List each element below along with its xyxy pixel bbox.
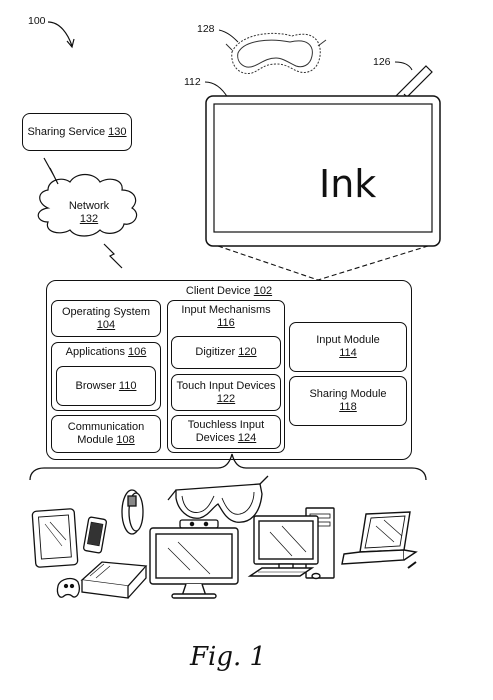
operating-system-label: Operating System xyxy=(61,305,151,318)
sharing-module-num: 118 xyxy=(339,401,357,413)
display-ref: 112 xyxy=(184,76,201,88)
communication-line1: Communication xyxy=(67,421,145,433)
digitizer-num: 120 xyxy=(238,346,257,358)
controller-icon xyxy=(56,577,80,598)
figure-caption: Fig. 1 xyxy=(190,642,267,672)
input-mechanisms-num: 116 xyxy=(217,317,235,329)
browser-num: 110 xyxy=(118,379,137,392)
applications-title: Applications 106 xyxy=(51,346,161,358)
goggles-ref: 128 xyxy=(197,23,215,35)
touchless-input-line2: Devices xyxy=(195,432,235,444)
display-device xyxy=(205,95,441,247)
network-cloud xyxy=(37,173,138,237)
browser-box: Browser 110 xyxy=(56,366,156,406)
glasses-icon xyxy=(167,475,269,523)
touchless-input-line1: Touchless Input xyxy=(187,419,265,431)
phone-icon xyxy=(83,516,107,554)
tablet-icon xyxy=(31,508,79,568)
input-mechanisms-title: Input Mechanisms 116 xyxy=(167,304,285,330)
connector-network-client xyxy=(103,243,123,269)
client-device-title: Client Device 102 xyxy=(46,285,412,297)
sharing-module-label: Sharing Module xyxy=(309,388,387,400)
pen-ref: 126 xyxy=(373,56,391,68)
wristband-icon xyxy=(121,489,144,535)
connector-service-network xyxy=(43,157,59,185)
network-num: 132 xyxy=(79,213,99,225)
digitizer-label: Digitizer xyxy=(195,346,236,358)
communication-num: 108 xyxy=(116,434,135,446)
figure-ref-main: 100 xyxy=(28,15,46,27)
devices-bracket xyxy=(29,453,427,481)
figure-ref-arrow xyxy=(47,21,75,49)
operating-system-num: 104 xyxy=(96,318,116,331)
touchless-input-num: 124 xyxy=(237,432,257,444)
monitor-icon xyxy=(149,527,239,599)
network-label: Network xyxy=(68,200,110,212)
touchless-input-devices-box: Touchless Input Devices 124 xyxy=(171,415,281,449)
input-module-num: 114 xyxy=(339,347,357,359)
touch-input-num: 122 xyxy=(216,392,236,405)
input-mechanisms-box xyxy=(167,300,285,453)
communication-module-box: Communication Module 108 xyxy=(51,415,161,453)
sharing-service-label: Sharing Service xyxy=(27,125,106,138)
touch-input-devices-box: Touch Input Devices 122 xyxy=(171,374,281,411)
laptop-icon xyxy=(341,511,418,569)
client-device-label: Client Device xyxy=(185,285,251,297)
client-device-num: 102 xyxy=(253,285,273,297)
network-label-group: Network 132 xyxy=(60,200,118,226)
client-device-box xyxy=(46,280,412,460)
input-mechanisms-label: Input Mechanisms xyxy=(181,304,271,316)
applications-label: Applications xyxy=(65,346,125,358)
sharing-module-box: Sharing Module 118 xyxy=(289,376,407,426)
input-module-box: Input Module 114 xyxy=(289,322,407,372)
digitizer-box: Digitizer 120 xyxy=(171,336,281,369)
communication-line2: Module xyxy=(77,434,114,446)
applications-num: 106 xyxy=(128,346,147,358)
projection-lines xyxy=(217,245,429,281)
game-console-icon xyxy=(80,561,148,599)
ink-text: Ink xyxy=(319,162,377,206)
browser-label: Browser xyxy=(75,379,116,392)
applications-box xyxy=(51,342,161,411)
sharing-service-box: Sharing Service 130 xyxy=(22,113,132,151)
goggles-leader xyxy=(218,29,239,43)
desktop-computer-icon xyxy=(247,507,335,580)
pen-leader xyxy=(394,61,413,71)
touch-input-label: Touch Input Devices xyxy=(176,379,276,392)
input-module-label: Input Module xyxy=(316,334,380,346)
goggles-icon xyxy=(225,32,327,75)
camera-icon xyxy=(179,519,219,529)
sharing-service-num: 130 xyxy=(108,125,127,138)
operating-system-box: Operating System 104 xyxy=(51,300,161,337)
